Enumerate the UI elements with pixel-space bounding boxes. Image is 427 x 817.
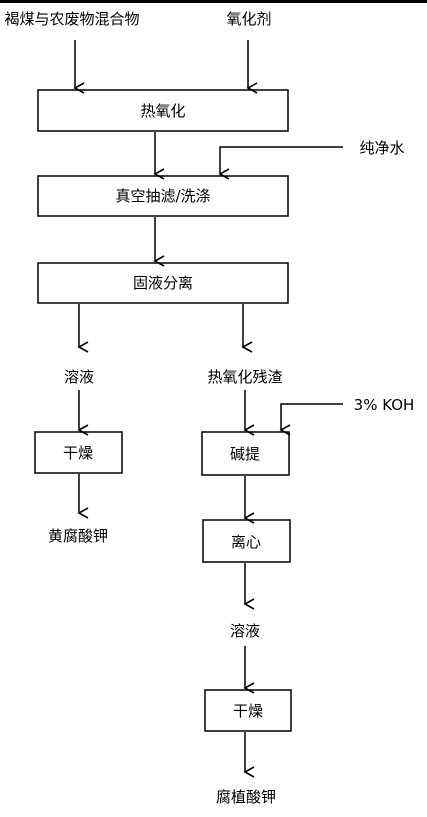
potassium-fulvate-label: 黄腐酸钾 xyxy=(48,527,108,545)
solution-left-label: 溶液 xyxy=(64,368,94,386)
potassium-humate-label: 腐植酸钾 xyxy=(216,788,276,806)
koh-label: 3% KOH xyxy=(354,396,415,414)
dry-right-box xyxy=(204,689,292,732)
separation-label: 固液分离 xyxy=(133,274,193,292)
alkali-extraction-label: 碱提 xyxy=(230,445,260,463)
alkali-extraction-box xyxy=(201,431,290,476)
centrifuge-box xyxy=(202,519,291,563)
solution-right-label: 溶液 xyxy=(230,622,260,640)
pure-water-label: 纯净水 xyxy=(359,139,404,157)
arrow-koh-to-extraction xyxy=(279,403,343,436)
centrifuge-label: 离心 xyxy=(231,533,261,551)
oxidant-label: 氧化剂 xyxy=(226,10,271,28)
dry-left-box xyxy=(34,431,123,474)
arrow-water-to-filter xyxy=(218,146,343,180)
thermal-oxidation-box xyxy=(37,89,289,132)
vacuum-filter-box xyxy=(37,175,289,217)
dry-left-label: 干燥 xyxy=(63,444,93,462)
thermal-oxidation-label: 热氧化 xyxy=(140,102,185,120)
vacuum-filter-label: 真空抽滤/洗涤 xyxy=(115,187,210,205)
residue-label: 热氧化残渣 xyxy=(207,368,282,386)
separation-box xyxy=(37,262,289,304)
raw-material-label: 褐煤与农废物混合物 xyxy=(4,10,139,28)
dry-right-label: 干燥 xyxy=(233,702,263,720)
